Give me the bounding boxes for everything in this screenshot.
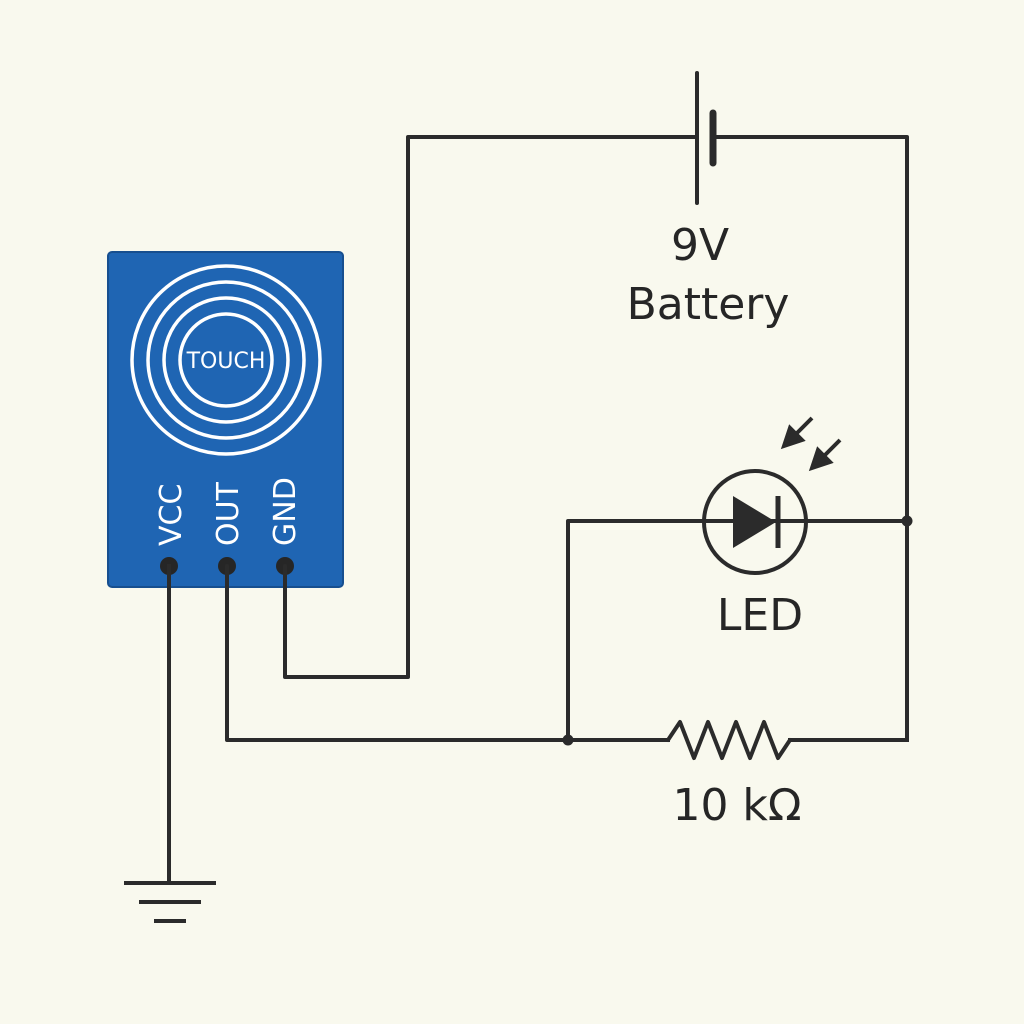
resistor-icon bbox=[666, 720, 792, 760]
led-label: LED bbox=[717, 590, 803, 641]
resistor-label: 10 kΩ bbox=[672, 780, 801, 831]
junction-dot-right bbox=[901, 515, 913, 527]
ground-icon bbox=[124, 881, 216, 923]
pin-label-gnd: GND bbox=[268, 477, 303, 546]
touch-label: TOUCH bbox=[186, 349, 266, 374]
light-arrows-icon bbox=[780, 416, 842, 472]
pin-label-vcc: VCC bbox=[154, 484, 189, 546]
led-icon bbox=[702, 469, 808, 575]
wires bbox=[167, 135, 913, 885]
battery-label: Battery bbox=[627, 279, 790, 330]
battery-voltage-label: 9V bbox=[671, 220, 729, 271]
touch-sensor-module: TOUCH VCC OUT GND bbox=[107, 251, 344, 588]
wire-battery-right-rail bbox=[711, 135, 909, 742]
wire-out-junction bbox=[225, 564, 570, 742]
wire-gnd-battery bbox=[283, 135, 699, 679]
battery-icon bbox=[695, 71, 717, 205]
touch-pad-icon bbox=[130, 264, 322, 456]
wire-junction-led bbox=[566, 519, 706, 742]
junction-dot-left bbox=[562, 734, 574, 746]
pin-label-out: OUT bbox=[211, 481, 246, 546]
